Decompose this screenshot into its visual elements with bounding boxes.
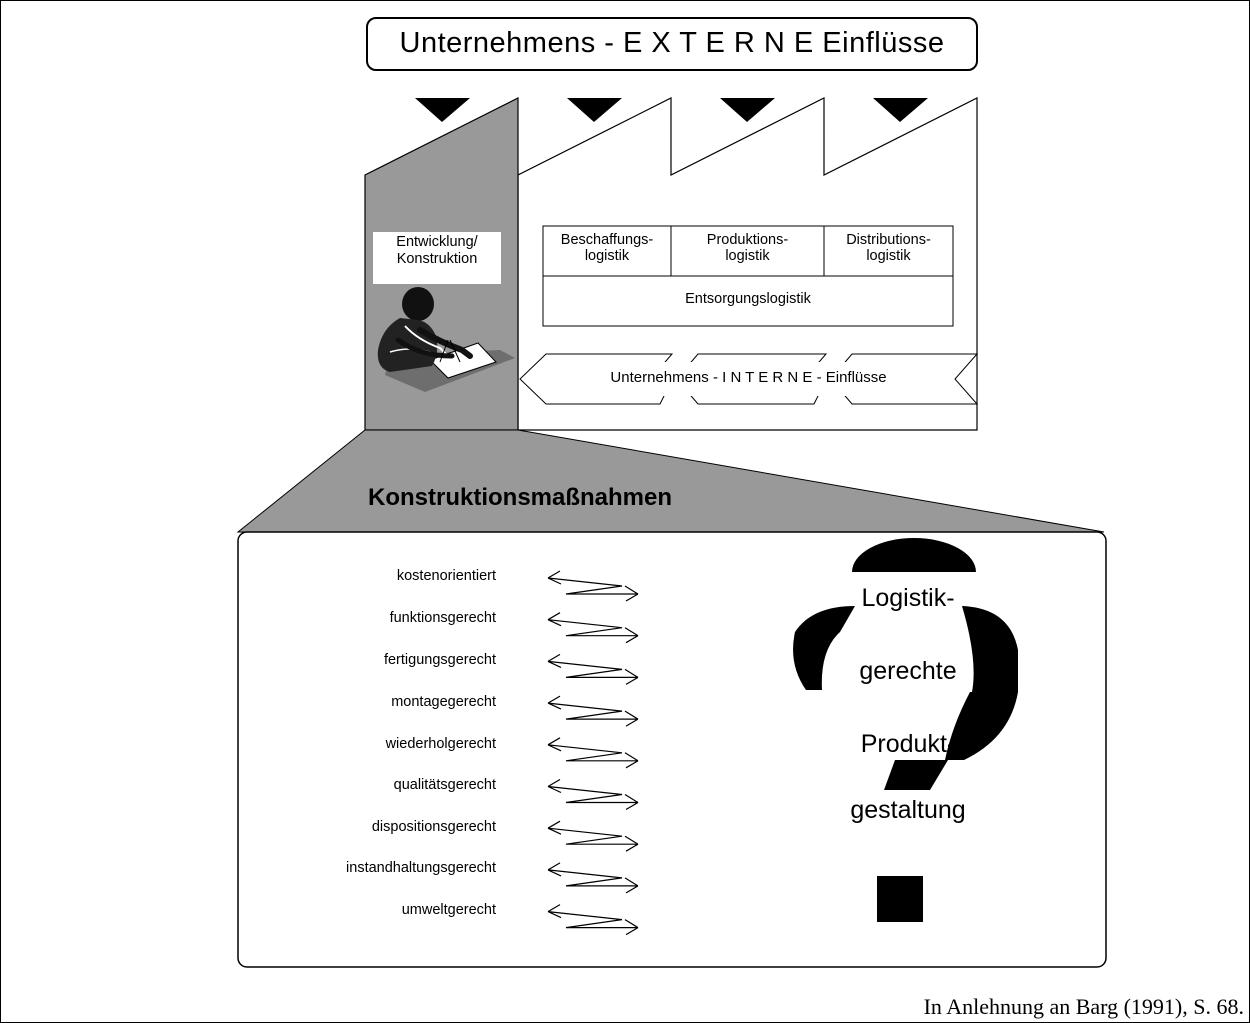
production-line-1: Produktions- bbox=[706, 232, 789, 248]
measure-item: fertigungsgerecht bbox=[383, 652, 496, 668]
disposal-logistics-label: Entsorgungslogistik bbox=[685, 291, 811, 307]
influence-arrow-4 bbox=[873, 98, 928, 122]
external-influences-box: Unternehmens - E X T E R N E Einflüsse bbox=[366, 17, 978, 71]
development-label-line-1: Entwicklung/ bbox=[396, 234, 478, 250]
internal-influences-arrow bbox=[519, 353, 979, 405]
measures-title: Konstruktionsmaßnahmen bbox=[368, 484, 673, 511]
logistics-cell-procurement: Beschaffungs- logistik bbox=[543, 232, 671, 265]
internal-influences-label: Unternehmens - I N T E R N E - Einflüsse bbox=[610, 369, 887, 386]
measure-item: wiederholgerecht bbox=[385, 736, 496, 752]
measure-item: instandhaltungsgerecht bbox=[346, 860, 496, 876]
question-text-line-3: Produkt- bbox=[860, 730, 956, 758]
logistics-table bbox=[542, 225, 954, 327]
influence-arrow-1 bbox=[415, 98, 470, 122]
measure-item: montagegerecht bbox=[391, 694, 496, 710]
measure-double-arrow bbox=[547, 904, 639, 936]
logistics-cell-distribution: Distributions- logistik bbox=[824, 232, 953, 265]
influence-arrow-2 bbox=[567, 98, 622, 122]
logistics-cell-production: Produktions- logistik bbox=[671, 232, 824, 265]
designer-figure bbox=[377, 287, 515, 392]
distribution-line-2: logistik bbox=[866, 247, 911, 264]
citation: In Anlehnung an Barg (1991), S. 68. bbox=[923, 994, 1244, 1019]
measure-item: kostenorientiert bbox=[396, 568, 496, 584]
measure-double-arrow bbox=[547, 653, 639, 685]
measure-item: umweltgerecht bbox=[401, 902, 496, 918]
external-influences-label: Unternehmens - E X T E R N E Einflüsse bbox=[399, 27, 945, 60]
distribution-line-1: Distributions- bbox=[846, 232, 931, 248]
development-label-line-2: Konstruktion bbox=[396, 250, 478, 267]
external-influence-arrows bbox=[415, 98, 928, 122]
measure-item: dispositionsgerecht bbox=[371, 819, 496, 835]
measure-double-arrow bbox=[547, 820, 639, 852]
procurement-line-2: logistik bbox=[584, 247, 630, 264]
projection-trapezoid bbox=[236, 429, 1105, 533]
procurement-line-1: Beschaffungs- bbox=[560, 232, 654, 248]
measure-double-arrow bbox=[547, 570, 639, 602]
measure-double-arrow bbox=[547, 862, 639, 894]
measure-arrows bbox=[547, 570, 639, 936]
question-mark-icon bbox=[793, 538, 1018, 922]
measure-double-arrow bbox=[547, 737, 639, 769]
question-text-line-4: gestaltung bbox=[850, 796, 966, 824]
measure-double-arrow bbox=[547, 612, 639, 644]
question-text-line-1: Logistik- bbox=[861, 584, 955, 612]
measure-item: funktionsgerecht bbox=[389, 610, 496, 626]
measures-panel bbox=[237, 531, 1107, 968]
measure-item: qualitätsgerecht bbox=[393, 777, 496, 793]
measure-double-arrow bbox=[547, 695, 639, 727]
measure-double-arrow bbox=[547, 778, 639, 811]
development-label: Entwicklung/ Konstruktion bbox=[373, 232, 501, 284]
question-text-line-2: gerechte bbox=[859, 657, 957, 685]
influence-arrow-3 bbox=[720, 98, 775, 122]
production-line-2: logistik bbox=[725, 247, 770, 264]
